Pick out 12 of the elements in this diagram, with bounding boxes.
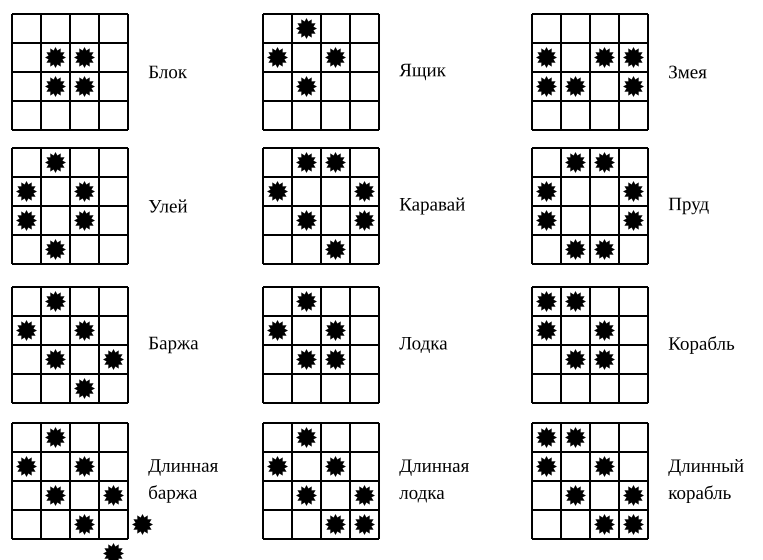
pattern-name: Корабль (668, 336, 734, 354)
pattern-name: Лодка (399, 336, 448, 354)
pattern-name: Ящик (399, 64, 446, 80)
pattern-name: Каравай (400, 197, 465, 215)
pattern-name: Пруд (668, 198, 709, 214)
pattern-name: Блок (148, 66, 188, 78)
pattern-name: Баржа (148, 336, 198, 354)
pattern-name: Длинная лодка (399, 459, 469, 503)
pattern-name: Длинная баржа (148, 459, 218, 503)
pattern-name: Змея (669, 66, 707, 78)
pattern-name: Длинный корабль (668, 458, 744, 504)
pattern-name: Улей (148, 199, 188, 213)
